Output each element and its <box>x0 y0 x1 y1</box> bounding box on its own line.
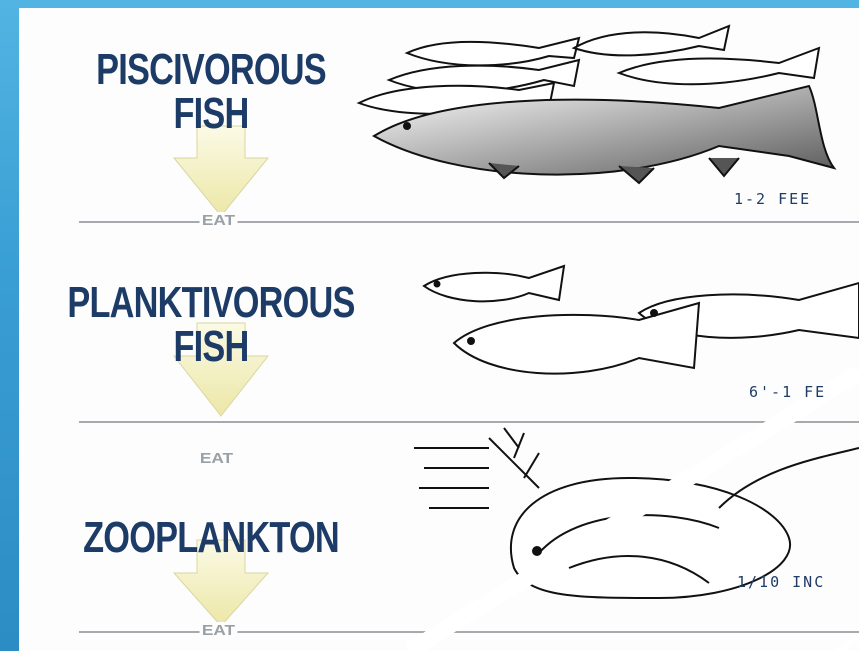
size-label: 1-2 FEE <box>734 190 811 208</box>
down-arrow-icon <box>174 126 268 216</box>
level-label-piscivorous: PISCIVOROUS FISH <box>94 48 328 136</box>
eat-label: EAT <box>200 450 233 467</box>
food-chain-panel: PISCIVOROUS FISH 1-2 FEE EAT PLANKTIVORO… <box>19 8 859 651</box>
decorative-stripe <box>839 636 859 651</box>
eat-label: EAT <box>200 212 238 229</box>
level-label-zooplankton: ZOOPLANKTON <box>78 516 343 560</box>
level-label-line1: ZOOPLANKTON <box>78 516 343 560</box>
level-label-line2: FISH <box>94 92 328 136</box>
level-label-line1: PLANKTIVOROUS <box>63 281 359 325</box>
size-label: 6'-1 FE <box>749 383 826 401</box>
fish-school-icon <box>359 26 834 183</box>
level-label-line1: PISCIVOROUS <box>94 48 328 92</box>
level-label-line2: FISH <box>63 325 359 369</box>
small-fish-icon <box>424 266 859 374</box>
decorative-stripe <box>409 373 859 651</box>
eat-label: EAT <box>200 622 238 639</box>
size-label: 1/10 INC <box>737 573 825 591</box>
level-label-planktivorous: PLANKTIVOROUS FISH <box>63 281 359 369</box>
